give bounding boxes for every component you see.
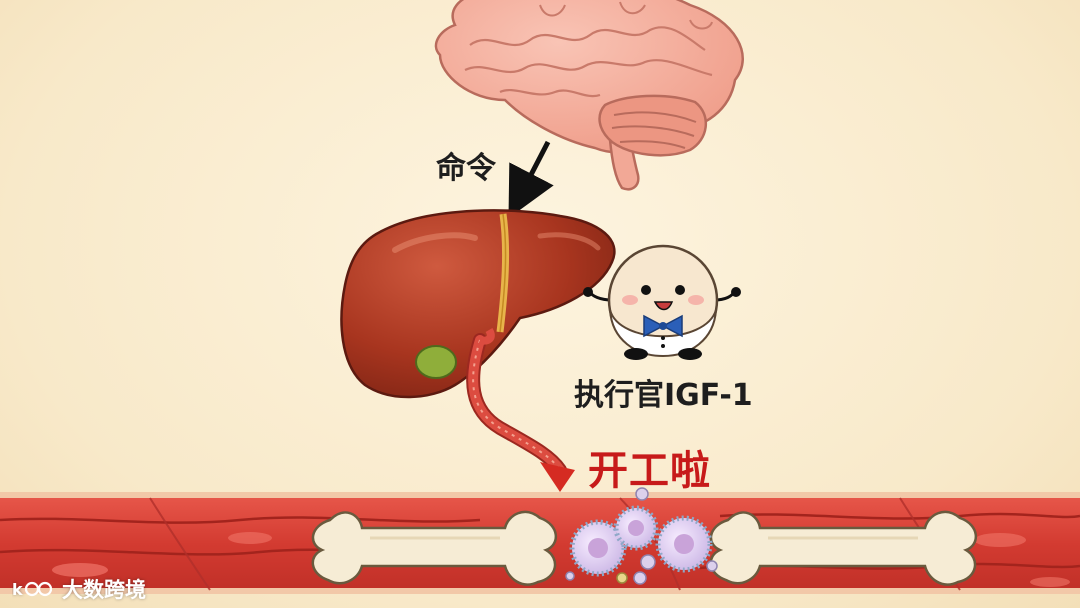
executive-igf1-label: 执行官IGF-1 — [574, 378, 753, 413]
gallbladder-icon — [415, 345, 457, 379]
svg-text:k: k — [12, 580, 23, 599]
bone-icon — [311, 510, 557, 586]
brain-icon — [434, 0, 744, 191]
bone-cell-icon — [655, 515, 713, 573]
liver-icon — [340, 209, 616, 399]
command-label: 命令 — [436, 151, 496, 186]
bone-cell-icon — [613, 505, 659, 551]
watermark: k 大数跨境 — [12, 574, 146, 604]
start-work-label: 开工啦 — [588, 448, 711, 494]
artery-icon — [466, 327, 575, 492]
bone-icon — [709, 510, 977, 586]
bone-cell-icon — [569, 519, 627, 577]
watermark-text: 大数跨境 — [62, 578, 146, 602]
watermark-logo-icon: k — [12, 580, 53, 599]
command-arrow — [508, 140, 554, 219]
igf1-mascot-icon — [583, 244, 741, 360]
small-cells — [565, 487, 718, 585]
